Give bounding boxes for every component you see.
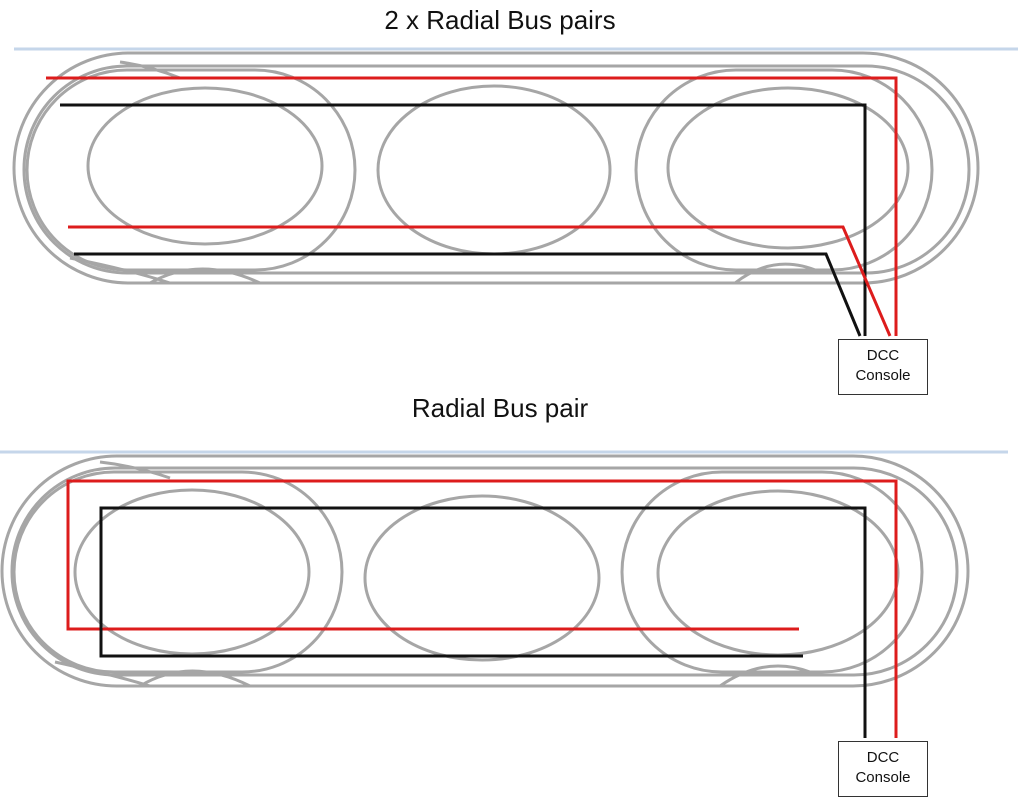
dcc-console-top-line1: DCC bbox=[866, 347, 900, 364]
dcc-console-top: DCC Console bbox=[838, 339, 928, 395]
bus-black-bottom bbox=[99, 506, 867, 738]
track-layout-top bbox=[12, 51, 980, 285]
bus-black-outer-top bbox=[60, 103, 867, 336]
bus-red-outer-top bbox=[46, 76, 898, 336]
section-title-single-bus-pair: Radial Bus pair bbox=[411, 393, 589, 423]
section-title-two-bus-pairs: 2 x Radial Bus pairs bbox=[384, 5, 616, 35]
dcc-console-bottom: DCC Console bbox=[838, 741, 928, 797]
dcc-console-bottom-line1: DCC bbox=[866, 749, 900, 766]
bus-red-bottom bbox=[66, 479, 898, 738]
bus-black-inner-top bbox=[74, 252, 862, 337]
dcc-console-top-line2: Console bbox=[855, 367, 911, 384]
dcc-console-bottom-line2: Console bbox=[855, 769, 911, 786]
bus-red-inner-top bbox=[68, 225, 892, 337]
track-layout-bottom bbox=[0, 454, 970, 688]
